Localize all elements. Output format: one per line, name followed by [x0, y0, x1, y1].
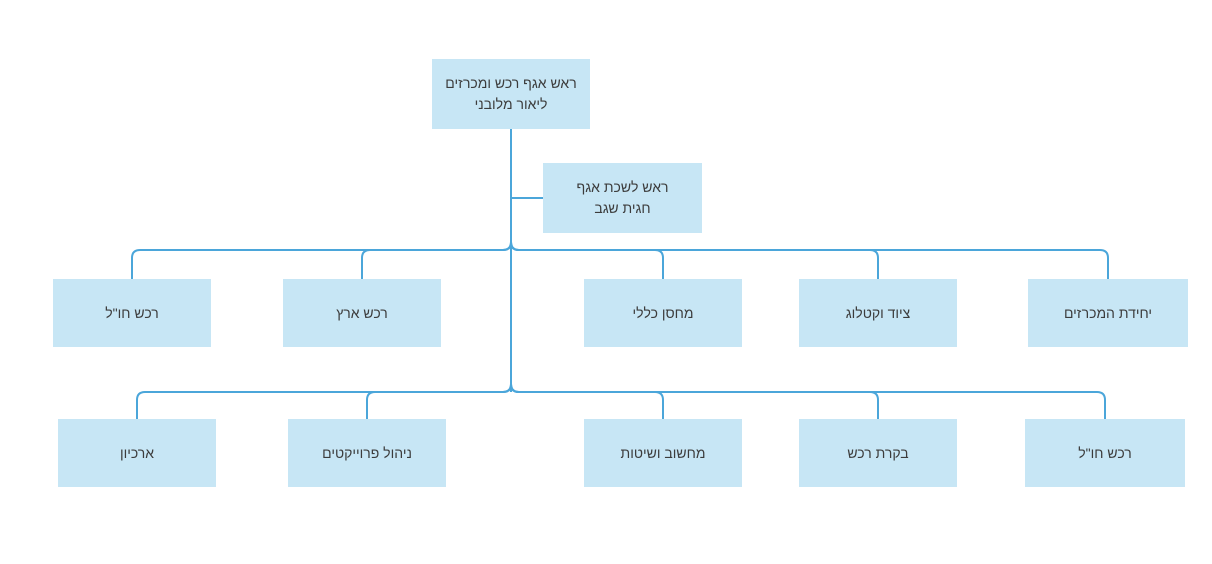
connector-l3-1 [136, 383, 512, 419]
node-title: בקרת רכש [847, 444, 909, 461]
node-title: מחסן כללי [632, 304, 694, 321]
org-node-project-management: ניהול פרוייקטים [288, 419, 446, 487]
connector-l3-2 [366, 383, 512, 419]
node-person: חגית שגב [594, 200, 651, 216]
connector-l2-2 [361, 241, 512, 279]
org-node-computing-methods: מחשוב ושיטות [584, 419, 742, 487]
org-node-procurement-control: בקרת רכש [799, 419, 957, 487]
node-title: ראש לשכת אגף [576, 179, 669, 195]
org-node-overseas-procurement: רכש חו"ל [53, 279, 211, 347]
node-title: יחידת המכרזים [1063, 304, 1153, 321]
org-node-tenders-unit: יחידת המכרזים [1028, 279, 1188, 347]
org-node-archive: ארכיון [58, 419, 216, 487]
node-title: מחשוב ושיטות [620, 444, 706, 461]
connector-l2-3 [510, 241, 664, 279]
org-node-general-warehouse: מחסן כללי [584, 279, 742, 347]
org-node-head-of-division: ראש אגף רכש ומכרזים ליאור מלובני [432, 59, 590, 129]
connector-l2-1 [131, 241, 512, 279]
node-title: ציוד וקטלוג [845, 304, 911, 321]
node-title: רכש חו"ל [105, 304, 159, 321]
connector-l3-4 [510, 383, 879, 419]
connector-l3-5 [510, 383, 1106, 419]
node-person: ליאור מלובני [474, 96, 548, 112]
node-title: ארכיון [119, 444, 155, 461]
node-title: ניהול פרוייקטים [322, 444, 412, 461]
node-title: רכש חו"ל [1078, 444, 1132, 461]
connector-l2-5 [510, 241, 1109, 279]
org-node-overseas-procurement-2: רכש חו"ל [1025, 419, 1185, 487]
node-title: רכש ארץ [336, 304, 388, 321]
org-node-domestic-procurement: רכש ארץ [283, 279, 441, 347]
connector-l2-4 [510, 241, 879, 279]
org-node-equipment-catalog: ציוד וקטלוג [799, 279, 957, 347]
connector-l3-3 [510, 383, 664, 419]
node-title: ראש אגף רכש ומכרזים [445, 75, 577, 91]
org-node-bureau-chief: ראש לשכת אגף חגית שגב [543, 163, 702, 233]
